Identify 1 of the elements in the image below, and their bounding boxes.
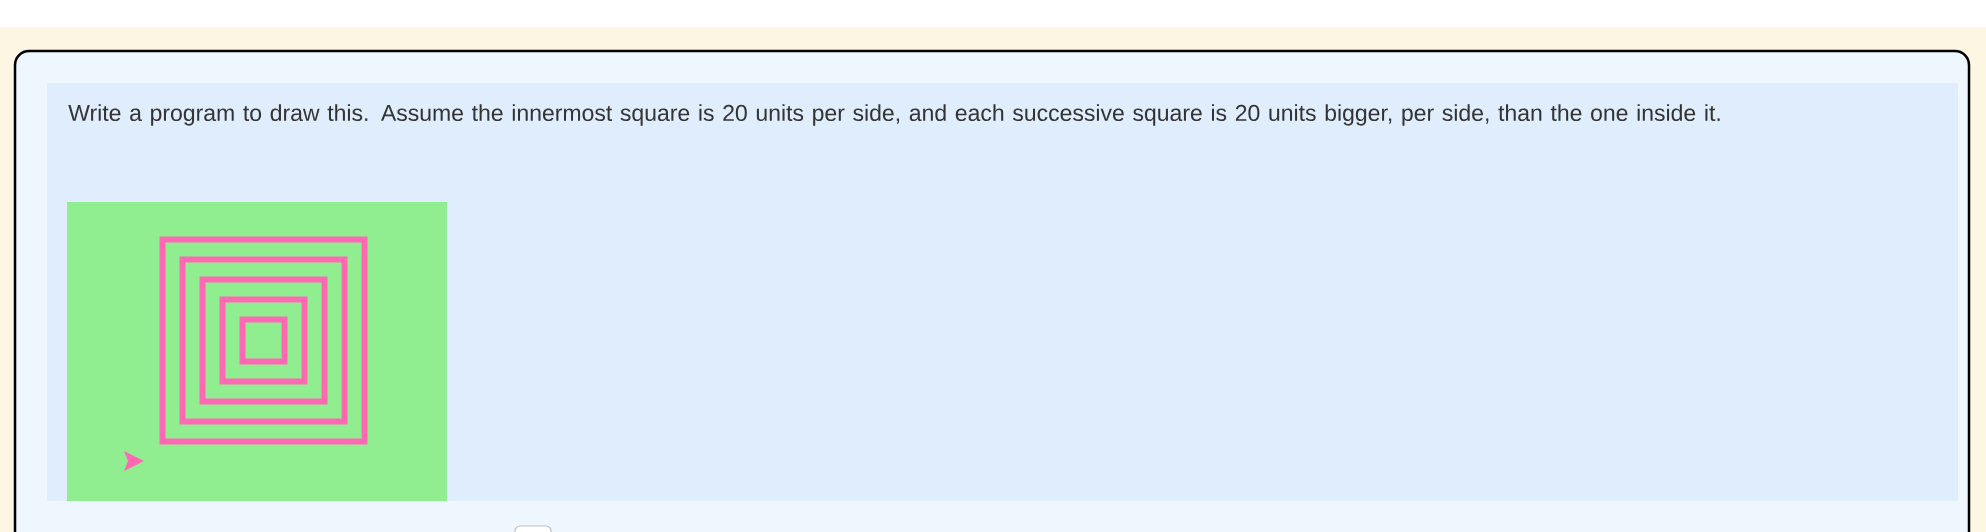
instruction-text: Write a program to draw this. Assume the innermost square is 20 units per side, and each successive square is 20 units bigger, per side, than the one inside it.: [68, 104, 1720, 126]
